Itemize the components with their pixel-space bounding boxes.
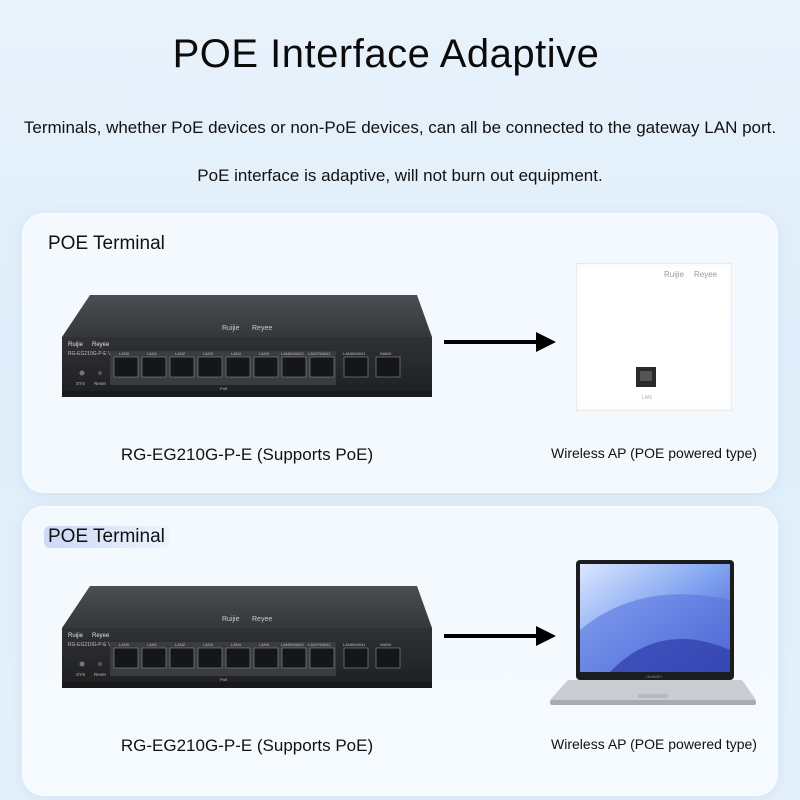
arrow-right-icon (444, 626, 556, 646)
gateway-device-image: Ruijie Reyee Ruijie Reyee RG-EG210G-P-E … (62, 295, 432, 397)
port-label: LAN2 (175, 642, 186, 647)
port-label: WAN0 (380, 351, 392, 356)
device-front-brand: Ruijie (68, 342, 84, 348)
panel-tag: POE Terminal (48, 233, 165, 254)
port-label: LAN8/WAN1 (343, 351, 366, 356)
port-label: LAN5 (259, 351, 270, 356)
device-caption: RG-EG210G-P-E (Supports PoE) (120, 736, 374, 755)
device-front-subbrand: Reyee (92, 342, 110, 348)
gateway-device-image: Ruijie Reyee Ruijie Reyee RG-EG210G-P-E … (62, 586, 432, 688)
poe-terminal-panel-laptop: POE Terminal Ruijie Reyee Ruijie Reyee R… (22, 506, 778, 796)
laptop-image: HUAWEI (550, 560, 756, 705)
device-caption: RG-EG210G-P-E (Supports PoE) (120, 445, 374, 464)
device-top-brand: Ruijie (222, 616, 240, 623)
port-label: LAN0 (119, 351, 130, 356)
arrow-right-icon (444, 332, 556, 352)
device-top-subbrand: Reyee (252, 616, 272, 623)
sys-label: SYS (76, 672, 85, 677)
port-label: LAN6/WAN3 (281, 642, 304, 647)
port-label: LAN3 (203, 642, 214, 647)
laptop-brand: HUAWEI (646, 674, 662, 679)
device-front-subbrand: Reyee (92, 633, 110, 639)
device-top-subbrand: Reyee (252, 325, 272, 332)
device-model: RG-EG210G-P-E V2 (68, 351, 114, 357)
port-label: LAN4 (231, 351, 242, 356)
ap-port-label: LAN (642, 395, 652, 401)
port-label: WAN0 (380, 642, 392, 647)
reset-label: Reset (94, 672, 107, 677)
ap-subbrand: Reyee (694, 270, 718, 279)
device-top-brand: Ruijie (222, 325, 240, 332)
intro-text-line-1: Terminals, whether PoE devices or non-Po… (23, 118, 777, 137)
wireless-ap-image: Ruijie Reyee LAN (576, 263, 732, 411)
terminal-caption: Wireless AP (POE powered type) (551, 736, 757, 752)
sys-label: SYS (76, 381, 85, 386)
intro-text-line-2: PoE interface is adaptive, will not burn… (197, 166, 603, 185)
device-front-brand: Ruijie (68, 633, 84, 639)
port-label: LAN2 (175, 351, 186, 356)
ap-brand: Ruijie (664, 270, 685, 279)
poe-terminal-panel-ap: POE Terminal Ruijie Reyee Ruijie Reyee R… (22, 213, 778, 493)
poe-label: PoE (220, 677, 228, 682)
port-label: LAN5 (259, 642, 270, 647)
port-label: LAN3 (203, 351, 214, 356)
port-label: LAN8/WAN1 (343, 642, 366, 647)
poe-label: PoE (220, 386, 228, 391)
port-label: LAN7/WAN2 (308, 642, 331, 647)
panel-tag: POE Terminal (44, 526, 169, 548)
terminal-caption: Wireless AP (POE powered type) (551, 445, 757, 461)
port-label: LAN4 (231, 642, 242, 647)
reset-label: Reset (94, 381, 107, 386)
port-label: LAN1 (147, 351, 158, 356)
device-model: RG-EG210G-P-E V2 (68, 642, 114, 648)
port-label: LAN7/WAN2 (308, 351, 331, 356)
page-title: POE Interface Adaptive (172, 32, 600, 76)
port-label: LAN1 (147, 642, 158, 647)
port-label: LAN6/WAN3 (281, 351, 304, 356)
port-label: LAN0 (119, 642, 130, 647)
